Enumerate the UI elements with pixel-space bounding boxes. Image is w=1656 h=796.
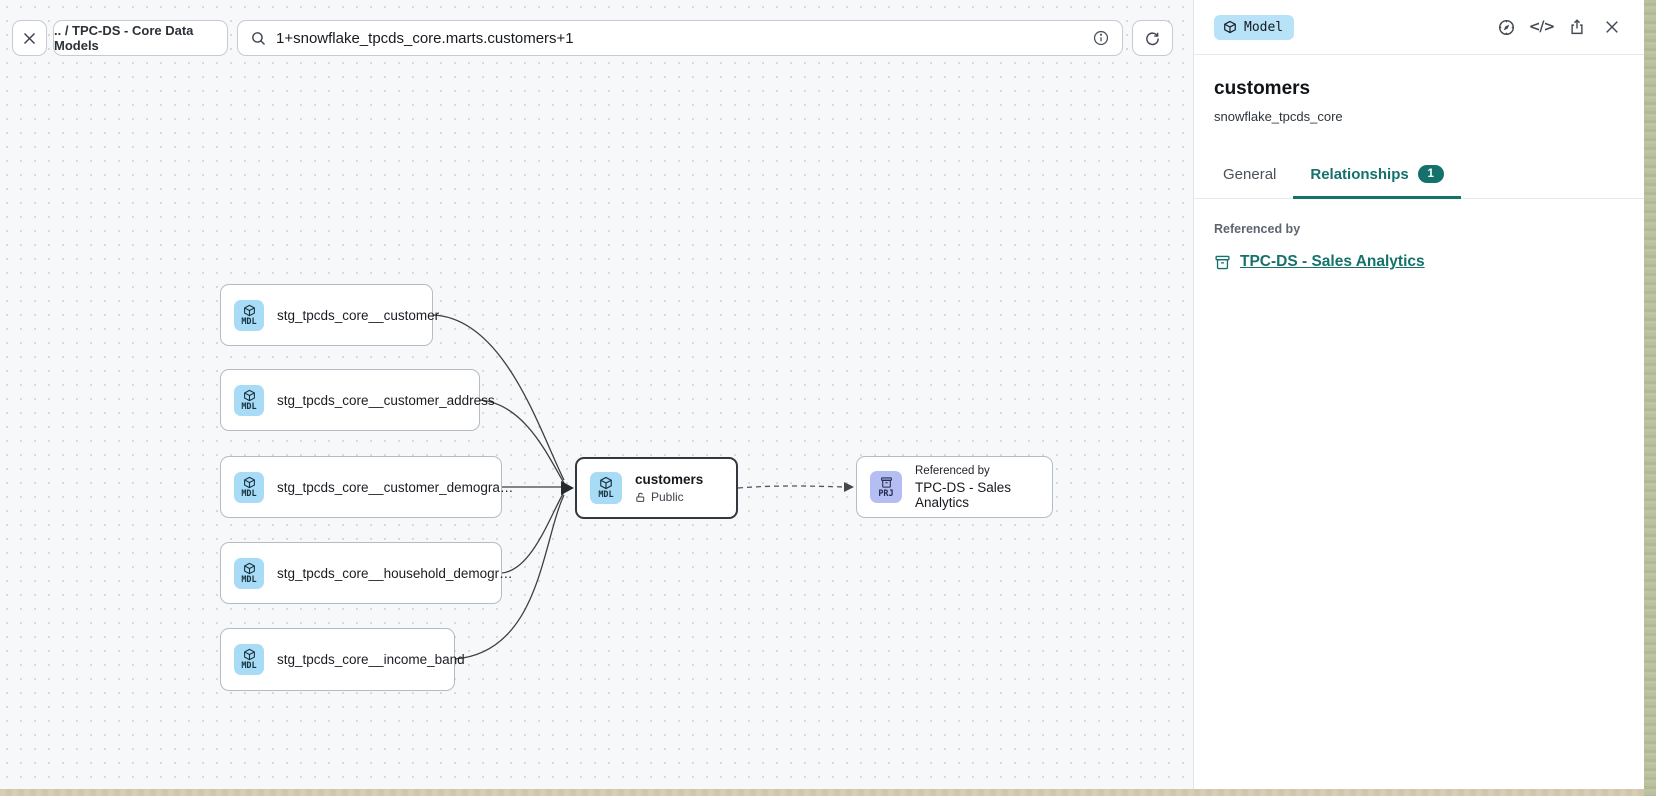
search-icon (250, 30, 267, 47)
referenced-project-link[interactable]: TPC-DS - Sales Analytics (1240, 253, 1425, 270)
detail-panel: Model </> customers snowflake_tpcds_core (1193, 0, 1644, 796)
refresh-lineage-button[interactable] (1132, 20, 1173, 56)
lineage-search[interactable] (237, 20, 1123, 56)
node-label: stg_tpcds_core__household_demogr… (277, 565, 513, 581)
unlock-icon (635, 492, 646, 503)
close-panel-button[interactable] (1597, 13, 1626, 42)
node-customers-selected[interactable]: MDL customers Public (575, 457, 738, 519)
node-referencing-project[interactable]: PRJ Referenced by TPC-DS - Sales Analyti… (856, 456, 1053, 518)
node-stg-household-demographics[interactable]: MDL stg_tpcds_core__household_demogr… (220, 542, 513, 604)
node-stg-customer[interactable]: MDL stg_tpcds_core__customer (220, 284, 439, 346)
search-input[interactable] (276, 29, 1083, 47)
model-cube-icon: MDL (234, 384, 264, 416)
project-archive-icon: PRJ (870, 471, 902, 503)
model-cube-icon: MDL (234, 644, 264, 675)
resource-type-badge: Model (1214, 14, 1295, 40)
node-label: stg_tpcds_core__customer_demogra… (277, 479, 514, 495)
node-stg-customer-address[interactable]: MDL stg_tpcds_core__customer_address (220, 369, 495, 431)
node-title: TPC-DS - Sales Analytics (915, 479, 1012, 510)
breadcrumb[interactable]: .. / TPC-DS - Core Data Models (53, 20, 228, 56)
node-label: stg_tpcds_core__customer (277, 307, 440, 323)
panel-header: Model </> (1194, 0, 1644, 55)
compass-icon (1498, 19, 1515, 35)
node-label: stg_tpcds_core__income_band (277, 652, 465, 667)
panel-tabs: General Relationships 1 (1194, 153, 1644, 199)
relationships-count-badge: 1 (1417, 165, 1444, 183)
close-lineage-button[interactable] (12, 20, 47, 56)
code-icon: </> (1528, 19, 1556, 35)
share-icon (1570, 19, 1583, 35)
tab-general[interactable]: General (1223, 165, 1277, 183)
desktop-edge-bottom (0, 789, 1644, 796)
node-stg-income-band[interactable]: MDL stg_tpcds_core__income_band (220, 628, 465, 691)
desktop-edge-right (1644, 0, 1656, 796)
referenced-by-label: Referenced by (1214, 222, 1301, 236)
tab-relationships[interactable]: Relationships 1 (1293, 153, 1461, 199)
node-title: customers (635, 472, 704, 487)
lineage-canvas[interactable]: MDL stg_tpcds_core__customer MDL stg_tpc… (0, 0, 1193, 789)
model-cube-icon: MDL (234, 299, 264, 331)
close-icon (1605, 21, 1618, 33)
info-icon[interactable] (1092, 29, 1110, 47)
node-eyebrow: Referenced by (915, 464, 990, 477)
close-icon (23, 32, 36, 44)
model-cube-icon: MDL (234, 471, 264, 503)
explore-lineage-button[interactable] (1492, 13, 1521, 42)
view-code-button[interactable]: </> (1527, 13, 1556, 42)
node-visibility: Public (635, 490, 703, 504)
model-cube-icon: MDL (590, 472, 622, 504)
refresh-icon (1146, 31, 1159, 45)
lineage-edges (432, 314, 854, 660)
project-archive-icon (1214, 254, 1231, 271)
model-cube-icon: MDL (234, 557, 264, 589)
model-cube-icon (1224, 20, 1236, 34)
panel-subtitle: snowflake_tpcds_core (1214, 109, 1343, 124)
panel-title: customers (1214, 78, 1311, 99)
node-stg-customer-demographics[interactable]: MDL stg_tpcds_core__customer_demogra… (220, 456, 513, 518)
share-button[interactable] (1562, 13, 1591, 42)
node-label: stg_tpcds_core__customer_address (277, 392, 495, 408)
